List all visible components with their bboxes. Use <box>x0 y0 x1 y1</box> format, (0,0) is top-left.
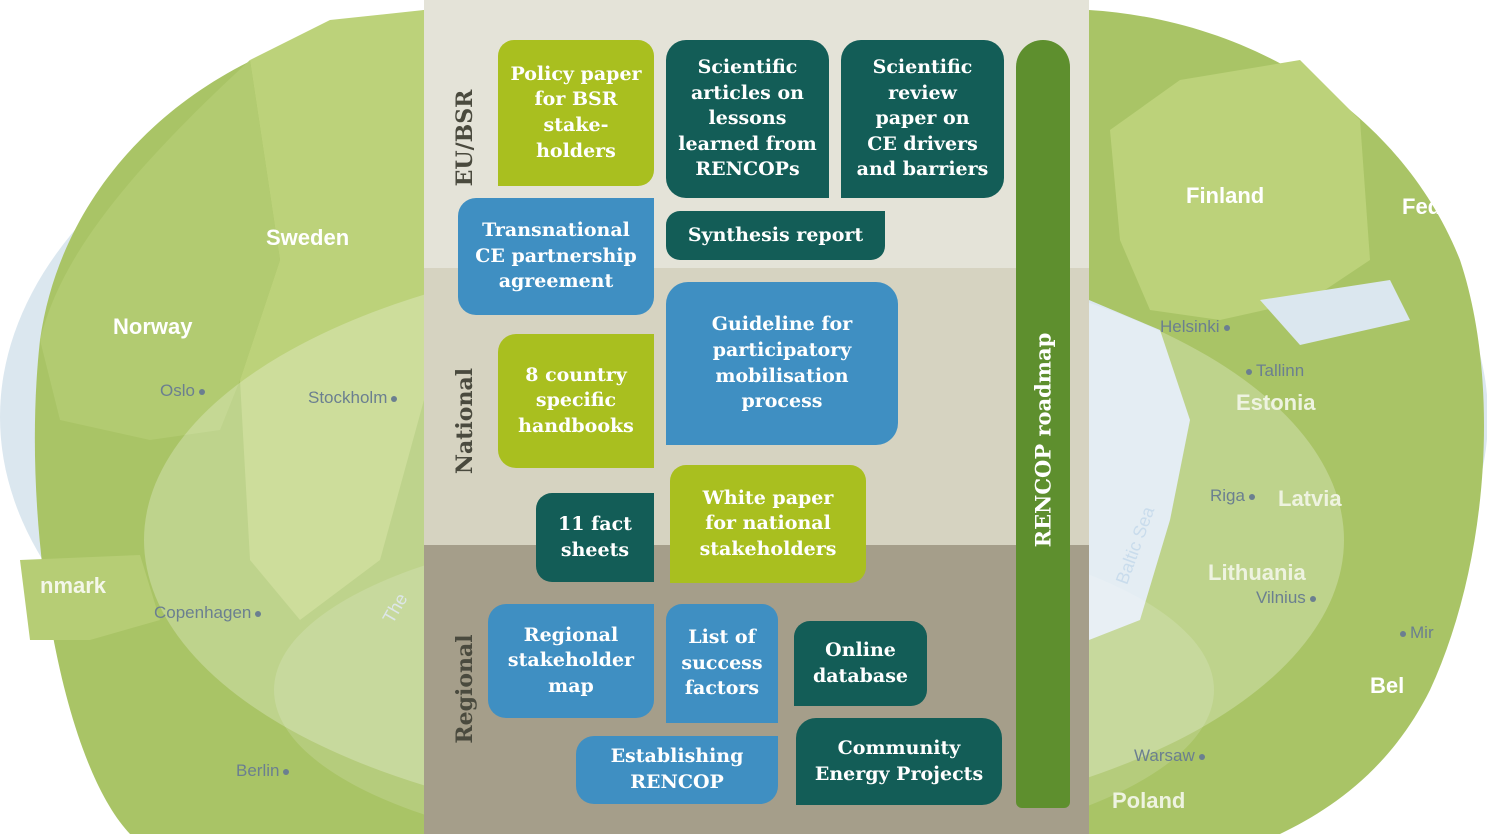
rencop-roadmap-bar <box>1016 40 1070 808</box>
norway-land <box>40 60 280 440</box>
box-synthesis-report: Synthesis report <box>666 211 885 260</box>
city-warsaw: Warsaw <box>1134 746 1209 766</box>
label-latvia: Latvia <box>1278 486 1342 511</box>
label-poland: Poland <box>1112 788 1186 813</box>
city-vilnius: Vilnius <box>1256 588 1320 608</box>
city-dot-icon <box>1400 630 1406 637</box>
label-lithuania: Lithuania <box>1208 560 1306 585</box>
label-fed: Fed <box>1402 194 1442 219</box>
box-handbooks: 8 country specific handbooks <box>498 334 654 468</box>
city-riga: Riga <box>1210 486 1259 506</box>
city-stockholm: Stockholm <box>308 388 401 408</box>
label-bel: Bel <box>1370 673 1405 698</box>
box-guideline: Guideline for participatory mobilisation… <box>666 282 898 445</box>
box-online-database: Online database <box>794 621 927 706</box>
denmark-land <box>20 555 160 640</box>
city-copenhagen: Copenhagen <box>154 603 265 623</box>
city-dot-icon <box>283 768 290 775</box>
box-success-factors: List of success factors <box>666 604 778 723</box>
box-policy-paper: Policy paper for BSR stake- holders <box>498 40 654 186</box>
city-dot-icon <box>391 395 398 402</box>
band-label-regional: Regional <box>452 634 478 744</box>
box-establishing-rencop: Establishing RENCOP <box>576 736 778 804</box>
label-norway: Norway <box>113 314 193 339</box>
box-community-energy: Community Energy Projects <box>796 718 1002 805</box>
box-scientific-review: Scientific review paper on CE drivers an… <box>841 40 1004 198</box>
box-scientific-articles: Scientific articles on lessons learned f… <box>666 40 829 198</box>
city-tallinn: Tallinn <box>1242 361 1304 381</box>
box-fact-sheets: 11 fact sheets <box>536 493 654 582</box>
rencop-roadmap-label: RENCOP roadmap <box>1030 332 1056 548</box>
band-label-eu: EU/BSR <box>452 89 478 187</box>
label-finland: Finland <box>1186 183 1265 208</box>
label-sweden: Sweden <box>266 225 350 250</box>
city-dot-icon <box>1248 493 1255 500</box>
finland-land <box>1110 60 1370 320</box>
box-white-paper: White paper for national stakeholders <box>670 465 866 583</box>
city-dot-icon <box>1223 324 1230 331</box>
gulf-water <box>1260 280 1410 345</box>
city-berlin: Berlin <box>236 761 293 781</box>
city-mir: Mir <box>1396 623 1434 643</box>
city-dot-icon <box>255 610 262 617</box>
city-dot-icon <box>1198 753 1205 760</box>
sweden-land <box>240 10 424 620</box>
city-dot-icon <box>1246 368 1252 375</box>
city-helsinki: Helsinki <box>1160 317 1234 337</box>
city-dot-icon <box>1309 595 1316 602</box>
band-label-national: National <box>452 367 478 475</box>
label-estonia: Estonia <box>1236 390 1316 415</box>
city-oslo: Oslo <box>160 381 209 401</box>
box-transnational: Transnational CE partnership agreement <box>458 198 654 315</box>
baltic-water <box>1089 300 1190 640</box>
label-denmark: nmark <box>40 573 107 598</box>
box-stakeholder-map: Regional stakeholder map <box>488 604 654 718</box>
city-dot-icon <box>198 388 205 395</box>
